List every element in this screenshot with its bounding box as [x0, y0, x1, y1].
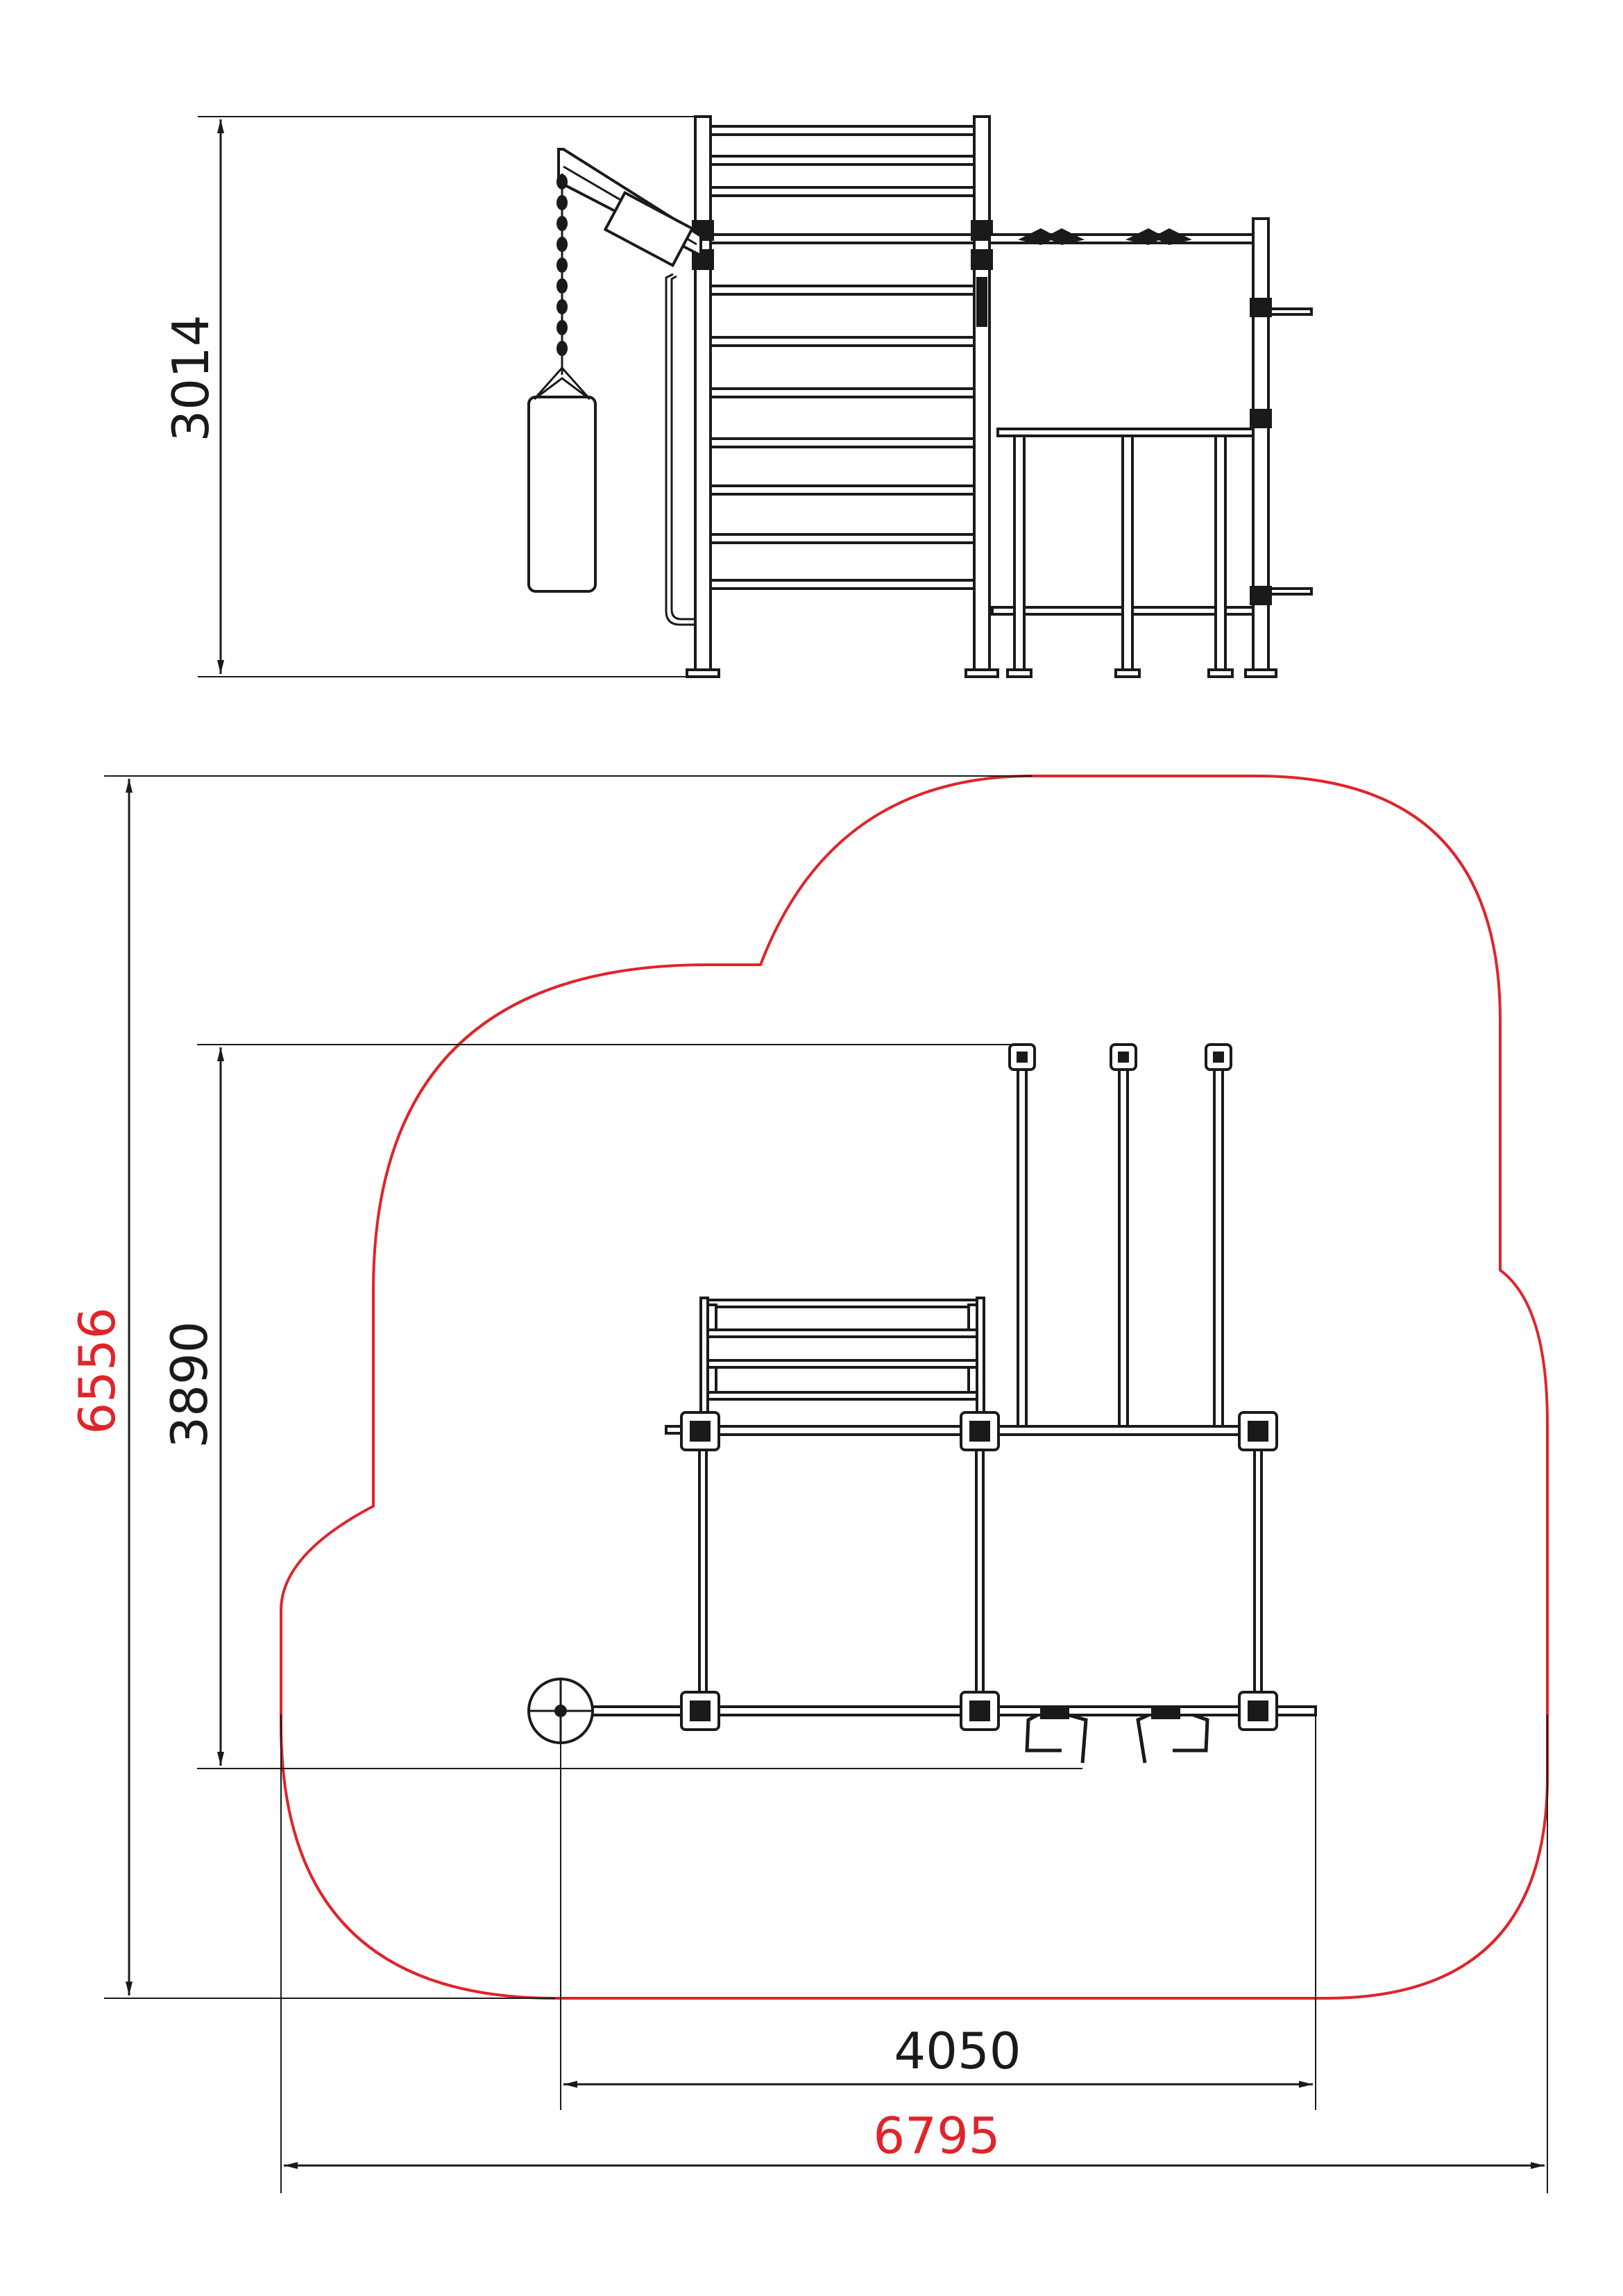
equipment-depth-label: 3890 — [160, 1321, 219, 1448]
zone-depth-dimension: 6556 — [68, 775, 1033, 1999]
dip-handles — [1018, 228, 1192, 246]
plan-view: 3890 6556 4050 6795 — [68, 775, 1549, 2193]
equipment-depth-dimension: 3890 — [160, 1044, 1082, 1769]
equipment-width-dimension: 4050 — [560, 1707, 1316, 2110]
equipment-width-label: 4050 — [894, 2022, 1021, 2080]
height-dimension-label: 3014 — [162, 314, 220, 441]
wall-bars-rungs — [709, 125, 976, 590]
safety-zone-outline — [280, 775, 1549, 2000]
post-plates — [680, 1411, 1278, 1731]
plan-punching-bag — [527, 1678, 594, 1744]
side-view: 3014 — [162, 115, 1313, 678]
boxing-bag-station — [527, 148, 702, 626]
height-dimension: 3014 — [162, 116, 694, 677]
punching-bag — [527, 396, 597, 593]
zone-depth-label: 6556 — [68, 1307, 126, 1434]
plan-dip-handles — [1025, 1708, 1209, 1764]
zone-width-dimension: 6795 — [280, 1714, 1548, 2193]
pull-up-frame — [988, 217, 1313, 678]
chain — [533, 174, 591, 400]
plan-wall-bars — [699, 1297, 985, 1435]
wall-bars-frame — [686, 115, 999, 678]
zone-width-label: 6795 — [873, 2107, 1000, 2165]
plan-structure — [527, 1043, 1317, 1764]
